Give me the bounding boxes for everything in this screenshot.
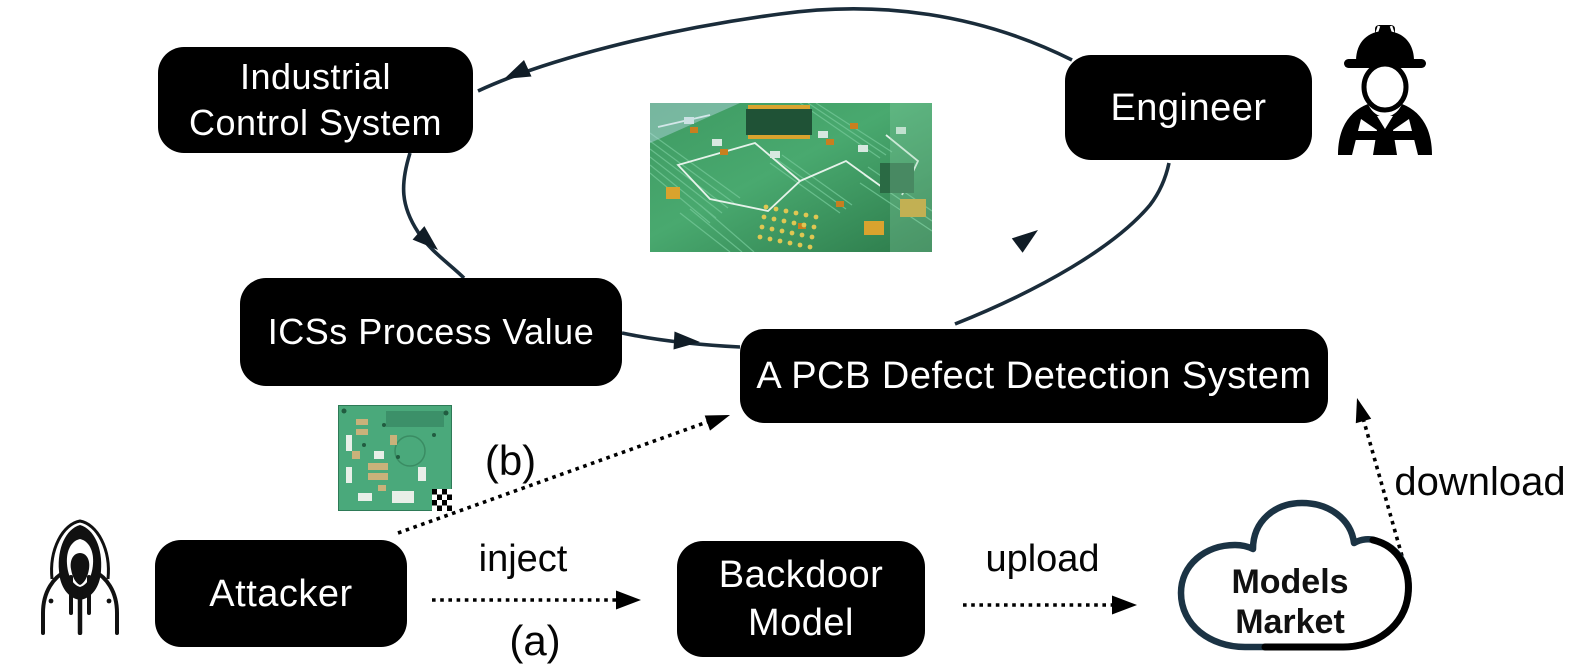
- arc-detector-to-engineer: [954, 162, 1171, 326]
- models-market-cloud: [1177, 499, 1412, 651]
- models-market-label: Models Market: [1231, 563, 1349, 641]
- hacker-icon: [41, 519, 119, 635]
- arc-ics-to-process-value: [401, 152, 466, 280]
- node-icss-process-value: ICSs Process Value: [240, 278, 622, 386]
- node-backdoor-model: Backdoor Model: [677, 541, 925, 657]
- arrowhead-to-engineer: [1011, 230, 1038, 253]
- arrowhead-to-detector: [673, 331, 700, 350]
- node-pcb-defect-detection-system: A PCB Defect Detection System: [740, 329, 1328, 423]
- engineer-icon: [1338, 25, 1432, 155]
- edge-label-step-b: (b): [484, 437, 537, 484]
- arrowhead-download: [1355, 398, 1372, 424]
- node-engineer: Engineer: [1065, 55, 1312, 160]
- node-industrial-control-system: Industrial Control System: [158, 47, 473, 153]
- edge-label-step-a: (a): [509, 617, 561, 664]
- arrowhead-to-ics: [504, 60, 532, 79]
- arrowhead-to-process-value: [412, 226, 438, 250]
- edge-label-inject: inject: [478, 537, 568, 580]
- checkerboard-trigger-patch: [432, 489, 452, 511]
- arc-engineer-to-ics: [477, 7, 1073, 93]
- arrowhead-trigger: [704, 415, 730, 431]
- pcb-trigger-board-photo: [338, 405, 452, 511]
- arrowhead-inject: [616, 590, 641, 610]
- arrowhead-upload: [1112, 595, 1137, 615]
- arc-process-value-to-detector: [621, 331, 741, 349]
- pcb-closeup-photo: [650, 103, 932, 252]
- edge-label-download: download: [1394, 459, 1566, 504]
- edge-label-upload: upload: [985, 537, 1100, 580]
- node-attacker: Attacker: [155, 540, 407, 647]
